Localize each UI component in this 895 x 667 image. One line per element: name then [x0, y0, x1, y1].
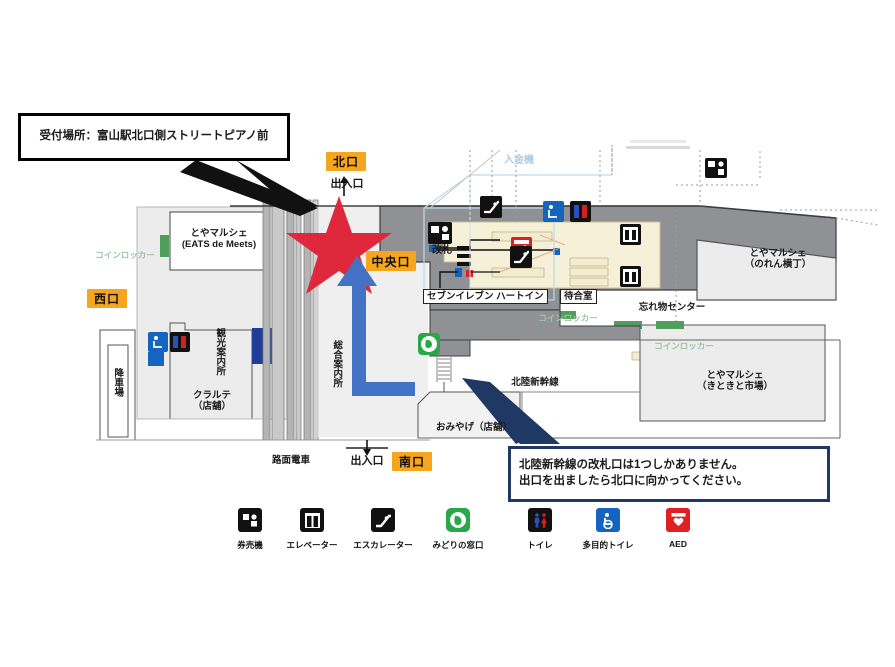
label-omiyage: おみやげ（店舗）: [435, 422, 512, 433]
aed-icon: [666, 508, 690, 532]
label-hokuriku-shinkansen: 北陸新幹線: [511, 377, 559, 388]
label-coin-locker-west: コインロッカー: [95, 250, 155, 260]
ticket-machine-icon-map-1: [428, 222, 452, 244]
exit-badge-nishiguchi-label: 西口: [93, 292, 120, 306]
exit-badge-chuoguchi: 中央口: [366, 251, 416, 271]
shinkansen-callout-line2: 出口を出ましたら北口に向かってください。: [519, 475, 749, 487]
label-machiaishitsu: 待合室: [560, 289, 597, 305]
midori-no-madoguchi-icon-map: [418, 333, 440, 355]
legend-item-elevator: エレベーター: [280, 508, 344, 551]
legend-label-elevator: エレベーター: [286, 540, 338, 550]
label-seven-eleven: セブンイレブン ハートイン: [423, 289, 548, 305]
map-legend: 券売機 エレベーター エスカレーター: [218, 508, 690, 563]
label-wasuremono: 忘れ物センター: [638, 302, 706, 313]
legend-item-midori-no-madoguchi: みどりの窓口: [426, 508, 490, 551]
label-toyamarche-eats: とやマルシェ (EATS de Meets): [181, 228, 257, 251]
midori-no-madoguchi-icon: [446, 508, 470, 532]
label-coin-locker-east: コインロッカー: [654, 341, 714, 351]
label-toyamarche-noren: とやマルシェ （のれん横丁）: [744, 248, 812, 271]
reception-callout-box: 受付場所：富山駅北口側ストリートピアノ前: [18, 113, 290, 161]
legend-item-accessible-toilet: 多目的トイレ: [576, 508, 640, 551]
label-romen-densha: 路面電車: [271, 455, 310, 466]
escalator-icon-map-1: [480, 196, 502, 218]
legend-item-aed: AED: [646, 508, 710, 549]
label-kaisatsu: 改札: [432, 245, 452, 256]
red-star-marker: [286, 196, 392, 294]
exit-badge-minamiguchi: 南口: [392, 452, 432, 471]
label-sogo-annaijo: 総合案内所: [331, 340, 343, 388]
shinkansen-callout-line1: 北陸新幹線の改札口は1つしかありません。: [519, 459, 744, 472]
escalator-icon-map-lower: [510, 246, 532, 268]
label-deiriguchi-north: 出入口: [330, 178, 364, 190]
escalator-icon: [371, 508, 395, 532]
label-coin-locker-center: コインロッカー: [538, 313, 598, 323]
label-kanko-annaijo: 観光案内所: [214, 328, 226, 376]
legend-label-aed: AED: [669, 539, 687, 549]
legend-item-escalator: エスカレーター: [351, 508, 415, 551]
reception-callout-text: 受付場所：富山駅北口側ストリートピアノ前: [39, 130, 269, 143]
exit-badge-kitaguchi-label: 北口: [332, 155, 359, 169]
ticket-machine-icon-map-2: [705, 158, 727, 178]
exit-badge-chuoguchi-label: 中央口: [371, 254, 411, 269]
accessible-toilet-icon: [596, 508, 620, 532]
legend-item-toilet: トイレ: [508, 508, 572, 551]
label-toyamarche-kitokito: とやマルシェ （きときと市場）: [696, 370, 773, 393]
shinkansen-callout-leader: [462, 378, 560, 444]
exit-badge-minamiguchi-label: 南口: [398, 455, 425, 469]
reception-callout-leader: [180, 160, 318, 216]
accessible-toilet-icon-map-west: [148, 332, 168, 352]
ticket-machine-icon: [238, 508, 262, 532]
legend-label-ticket-machine: 券売機: [237, 540, 263, 550]
legend-label-accessible-toilet: 多目的トイレ: [582, 540, 634, 550]
shinkansen-callout-box: 北陸新幹線の改札口は1つしかありません。 出口を出ましたら北口に向かってください…: [508, 446, 830, 502]
toilet-icon-map-west: [170, 332, 190, 352]
elevator-icon: [300, 508, 324, 532]
label-nyukinki: 入金機: [504, 155, 534, 166]
exit-badge-kitaguchi: 北口: [326, 152, 366, 171]
legend-label-toilet: トイレ: [527, 540, 553, 550]
legend-label-escalator: エスカレーター: [353, 540, 413, 550]
elevator-icon-map-2: [620, 266, 641, 287]
label-deiriguchi-south: 出入口: [350, 455, 384, 467]
blue-route-arrow: [337, 256, 415, 396]
toilet-icon: [528, 508, 552, 532]
elevator-icon-map-1: [620, 224, 641, 245]
label-kosha-jo: 降車場: [112, 368, 124, 397]
legend-item-ticket-machine: 券売機: [218, 508, 282, 551]
label-clarte: クラルテ （店舗）: [192, 390, 231, 413]
legend-label-midori-no-madoguchi: みどりの窓口: [432, 540, 484, 550]
toilet-icon-map: [570, 201, 591, 222]
exit-badge-nishiguchi: 西口: [87, 289, 127, 308]
accessible-toilet-icon-map: [543, 201, 564, 222]
